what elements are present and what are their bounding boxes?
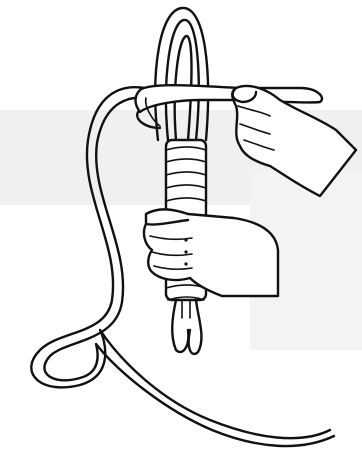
coil-tails	[172, 300, 201, 354]
